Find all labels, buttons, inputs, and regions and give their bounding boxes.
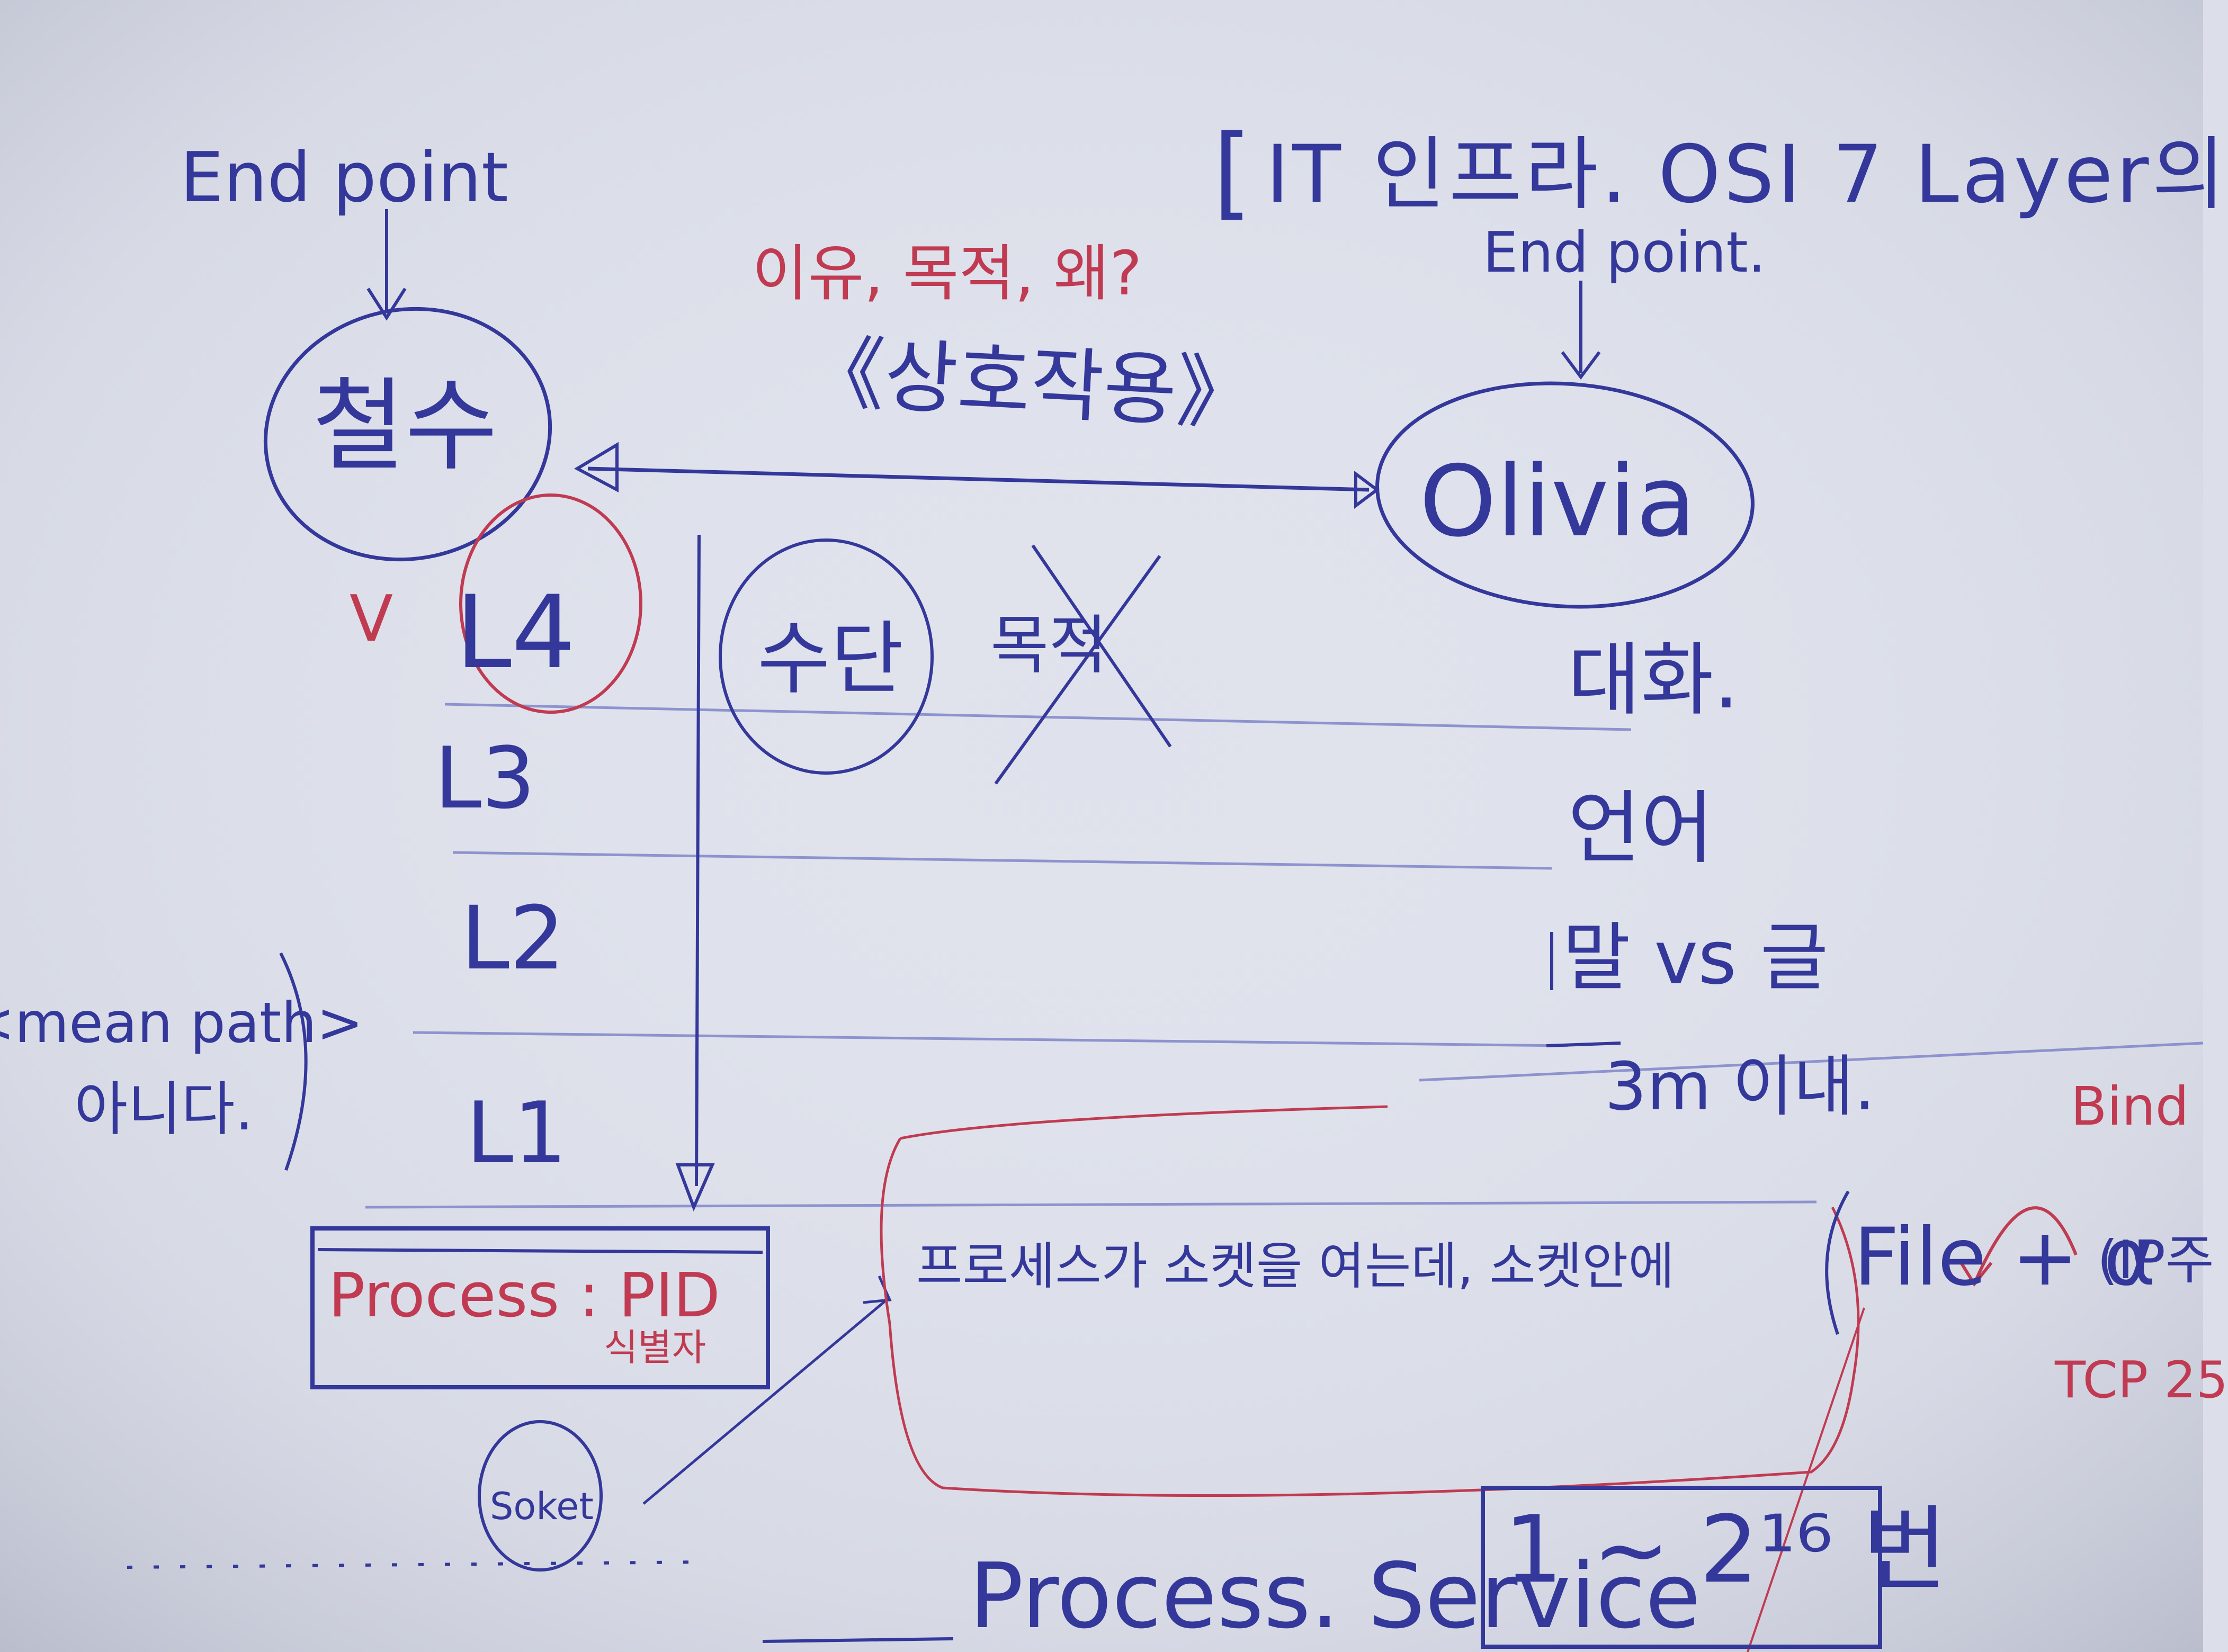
left-endpoint-pointer-head bbox=[366, 288, 407, 321]
left-endpoint-circle bbox=[263, 307, 552, 562]
layer-meaning-l3: 언어 bbox=[1568, 783, 1714, 875]
purpose-crossed-label: 목적 bbox=[990, 609, 1107, 683]
process-box-inner-line bbox=[317, 1248, 763, 1254]
process-box bbox=[310, 1226, 770, 1389]
interaction-arrow bbox=[587, 466, 1370, 492]
layer-name-l3: L3 bbox=[434, 729, 535, 828]
left-note-line2: 아니다. bbox=[74, 1075, 254, 1143]
purpose-strike bbox=[994, 555, 1161, 785]
purpose-strike-2 bbox=[1031, 544, 1172, 748]
l4-check-mark: V bbox=[350, 582, 393, 656]
layer-name-l1: L1 bbox=[466, 1083, 567, 1182]
socket-label: Soket bbox=[490, 1485, 594, 1528]
bind-arrow bbox=[1974, 1206, 2078, 1282]
layer-name-l2: L2 bbox=[461, 887, 565, 989]
l4-highlight-circle bbox=[459, 493, 642, 714]
file-bracket bbox=[1825, 1190, 1850, 1335]
bind-label: Bind bbox=[2071, 1075, 2189, 1137]
means-circle bbox=[719, 538, 934, 775]
interaction-reason-note: 이유, 목적, 왜? bbox=[752, 238, 1142, 309]
socket-note-region bbox=[880, 1137, 1860, 1497]
process-box-title: Process : PID bbox=[328, 1260, 720, 1331]
socket-circle bbox=[478, 1420, 603, 1572]
bottom-process-service: Process. Service bbox=[969, 1544, 1701, 1649]
socket-note-region-top bbox=[900, 1105, 1388, 1140]
bottom-dotted-line bbox=[127, 1560, 705, 1569]
tcp-label: TCP 25 bbox=[2055, 1351, 2228, 1409]
socket-note-ip: (IP주 bbox=[2097, 1229, 2214, 1291]
right-endpoint-pointer-head bbox=[1561, 351, 1601, 380]
left-note-bracket bbox=[279, 952, 308, 1171]
interaction-arrow-left-head bbox=[574, 442, 619, 492]
means-label: 수단 bbox=[757, 613, 904, 705]
stack-vertical-arrow-head bbox=[675, 1163, 715, 1211]
left-endpoint-label: End point bbox=[180, 137, 508, 218]
header-bracket: [ bbox=[1213, 113, 1252, 230]
left-note-line1: <mean path> bbox=[0, 991, 363, 1055]
bottom-port-range: 1 ~ 2¹⁶ 번 bbox=[1504, 1496, 1948, 1604]
interaction-arrow-right-head bbox=[1354, 471, 1380, 509]
right-endpoint-circle bbox=[1375, 381, 1755, 609]
header-title: IT 인프라. OSI 7 Layer의 bbox=[1266, 129, 2228, 221]
layer-meaning-l1: 3m 이내. bbox=[1605, 1048, 1875, 1125]
right-endpoint-label: End point. bbox=[1483, 220, 1766, 285]
bottom-connector bbox=[762, 1637, 954, 1643]
speech-vs-text-underline bbox=[1546, 1042, 1621, 1047]
interaction-label: 《상호작용》 bbox=[803, 326, 1258, 442]
socket-note-file: File + α bbox=[1854, 1211, 2156, 1304]
layer-meaning-l4: 대화. bbox=[1568, 634, 1739, 726]
left-endpoint-node-name: 철수 bbox=[312, 367, 498, 484]
socket-pointer-line bbox=[642, 1296, 891, 1505]
layer-meaning-l2: 말 vs 글 bbox=[1562, 915, 1829, 1001]
layer-name-l4: L4 bbox=[455, 574, 576, 691]
process-box-subtitle: 식별자 bbox=[604, 1326, 706, 1369]
socket-pointer-head bbox=[863, 1275, 892, 1304]
right-endpoint-node-name: Olivia bbox=[1419, 444, 1696, 559]
socket-note-red-slash bbox=[1747, 1307, 1865, 1652]
bind-arrow-head bbox=[1958, 1259, 1993, 1287]
stack-vertical-arrow bbox=[695, 534, 701, 1187]
ruled-lines bbox=[365, 703, 2204, 1209]
socket-note-text: 프로세스가 소켓을 여는데, 소켓안에 bbox=[916, 1237, 1675, 1296]
port-range-box bbox=[1481, 1486, 1882, 1649]
